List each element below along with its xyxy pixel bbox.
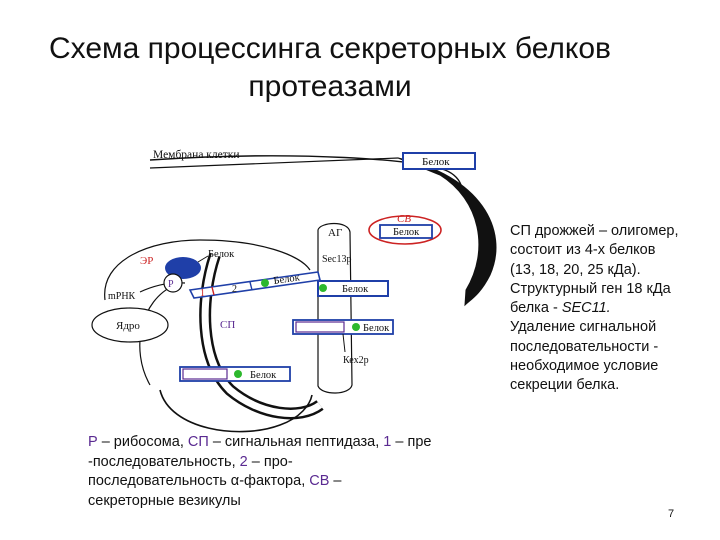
er-protein-leader xyxy=(197,255,209,263)
caption-sp-label: СП xyxy=(187,434,209,450)
pro-segment-bottom xyxy=(182,368,228,380)
er-membrane xyxy=(104,239,311,301)
er-protein-label: Белок xyxy=(208,249,235,260)
title-line-2: протеазами xyxy=(248,70,412,103)
caption-line: секреторные везикулы xyxy=(88,492,241,509)
caption-line: Р – рибосома, СП – сигнальная пептидаза,… xyxy=(88,433,508,453)
top-protein-label: Белок xyxy=(422,156,450,168)
page-number: 7 xyxy=(668,508,675,520)
cleavage-site-1 xyxy=(261,279,269,287)
caption-fragment: – про- xyxy=(247,453,293,470)
num2-label: 2 xyxy=(232,284,237,295)
sv-label: СВ xyxy=(397,213,411,225)
caption-one-label: 1 xyxy=(383,434,392,450)
pro-segment-divider xyxy=(249,281,253,291)
top-protein-box xyxy=(402,152,476,170)
slide-title: Схема процессинга секреторных белков про… xyxy=(0,30,660,106)
cleavage-site-4 xyxy=(234,370,242,378)
right-text-line: СП дрожжей – олигомер, xyxy=(510,223,679,239)
nucleus xyxy=(91,307,169,343)
ag-label: АГ xyxy=(328,227,342,239)
caption-fragment: последовательность α-фактора, xyxy=(88,473,310,490)
ribosome-small xyxy=(163,273,183,293)
gene-name: SEC11. xyxy=(561,300,611,317)
caption-fragment: – xyxy=(329,473,342,490)
caption-fragment: -последовательность, xyxy=(88,453,240,470)
pre-segment-divider xyxy=(211,286,215,296)
right-text-line: последовательности - xyxy=(510,338,659,355)
right-text-line: необходимое условие xyxy=(510,358,659,375)
membrane-label: Мембрана клетки xyxy=(153,149,240,161)
caption-sv-label: СВ xyxy=(309,473,330,490)
sp-label: СП xyxy=(220,319,235,331)
sv-protein-box xyxy=(379,224,433,239)
caption-fragment: – рибосома, xyxy=(97,434,188,450)
protein-box-right-top xyxy=(317,280,389,297)
legend-caption: Р – рибосома, СП – сигнальная пептидаза,… xyxy=(88,433,508,511)
cleavage-site-2 xyxy=(319,284,327,292)
title-line-1: Схема процессинга секреторных белков xyxy=(49,32,611,65)
right-text-line: состоит из 4-х белков xyxy=(510,242,656,259)
cleavage-site-3 xyxy=(352,323,360,331)
mrna-label: mРНК xyxy=(108,291,136,302)
nucleus-label: Ядро xyxy=(116,320,140,332)
right-text-line: Структурный ген 18 кДа xyxy=(510,280,671,297)
golgi-apparatus xyxy=(317,222,353,394)
diag-protein-label: Белок xyxy=(273,272,301,287)
right-top-protein-label: Белок xyxy=(342,284,369,295)
right-description: СП дрожжей – олигомер, состоит из 4-х бе… xyxy=(510,222,715,396)
caption-line: последовательность α-фактора, СВ – xyxy=(88,472,508,492)
right-text-line: секреции белка. xyxy=(510,377,620,394)
kex2-label: Кех2р xyxy=(343,355,369,366)
num1-label: 1 xyxy=(200,288,205,299)
sv-protein-label: Белок xyxy=(393,227,420,238)
er-label: ЭР xyxy=(140,255,153,267)
mid-protein-label: Белок xyxy=(363,323,390,334)
caption-fragment: – сигнальная пептидаза, xyxy=(208,434,384,450)
right-text-fragment: белка - xyxy=(510,300,562,317)
right-text-line: (13, 18, 20, 25 кДа). xyxy=(510,261,641,278)
caption-fragment: – пре xyxy=(391,434,432,450)
er-large-fold xyxy=(159,389,313,433)
cell-membrane-wall xyxy=(397,157,497,307)
caption-two-label: 2 xyxy=(239,453,248,470)
right-text-line: Удаление сигнальной xyxy=(510,319,657,336)
bottom-protein-label: Белок xyxy=(250,370,277,381)
caption-line: -последовательность, 2 – про- xyxy=(88,453,508,473)
ribosome-label: Р xyxy=(168,279,174,290)
caption-p-label: Р xyxy=(88,434,98,450)
pro-segment-mid xyxy=(295,321,345,333)
sec13-label: Sec13p xyxy=(322,254,351,265)
kex2-pointer xyxy=(342,333,346,353)
membrane-line-top xyxy=(149,157,399,169)
right-text-line: белка - SEC11. xyxy=(510,299,715,318)
